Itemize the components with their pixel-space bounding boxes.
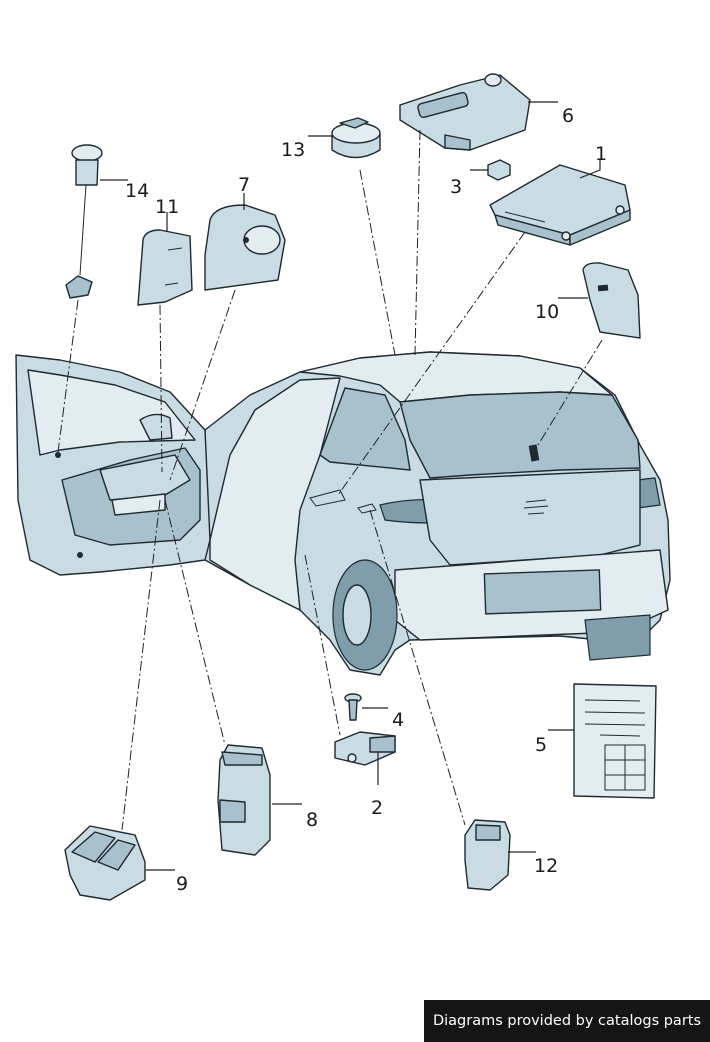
callout-labels: 1 2 3 4 5 6 7 8 9 10 11 12 13 14: [125, 105, 607, 895]
callout-7: 7: [238, 174, 250, 196]
callout-4: 4: [392, 709, 404, 731]
callout-12: 12: [534, 855, 558, 877]
callout-10: 10: [535, 301, 559, 323]
callout-2: 2: [371, 797, 383, 819]
part-2-sensor: [334, 731, 396, 766]
part-1-control-unit: [489, 164, 631, 246]
part-9-window-switch: [64, 825, 146, 901]
car-body: [204, 351, 671, 676]
part-6-lock-actuator: [399, 73, 531, 151]
part-3-nut: [487, 159, 511, 181]
footer-credit: Diagrams provided by catalogs parts: [424, 1000, 710, 1042]
callout-13: 13: [281, 139, 305, 161]
part-8-switch: [217, 744, 271, 856]
part-4-screw: [344, 693, 362, 721]
part-13-lock-cylinder: [331, 117, 381, 159]
part-5-document: [573, 683, 657, 799]
callout-9: 9: [176, 873, 188, 895]
callout-11: 11: [155, 196, 179, 218]
callout-6: 6: [562, 105, 574, 127]
callout-14: 14: [125, 180, 149, 202]
leader-lines: [100, 101, 601, 871]
callout-1: 1: [595, 143, 607, 165]
part-7-mirror-switch: [204, 204, 286, 291]
part-14-cable: [65, 144, 103, 299]
connector-lines: [57, 129, 603, 831]
open-door: [15, 354, 211, 576]
part-10-switch-panel: [582, 262, 641, 339]
part-12-switch: [464, 819, 511, 891]
part-11-switch-panel: [137, 229, 193, 306]
callout-5: 5: [535, 734, 547, 756]
callout-8: 8: [306, 809, 318, 831]
callout-3: 3: [450, 176, 462, 198]
